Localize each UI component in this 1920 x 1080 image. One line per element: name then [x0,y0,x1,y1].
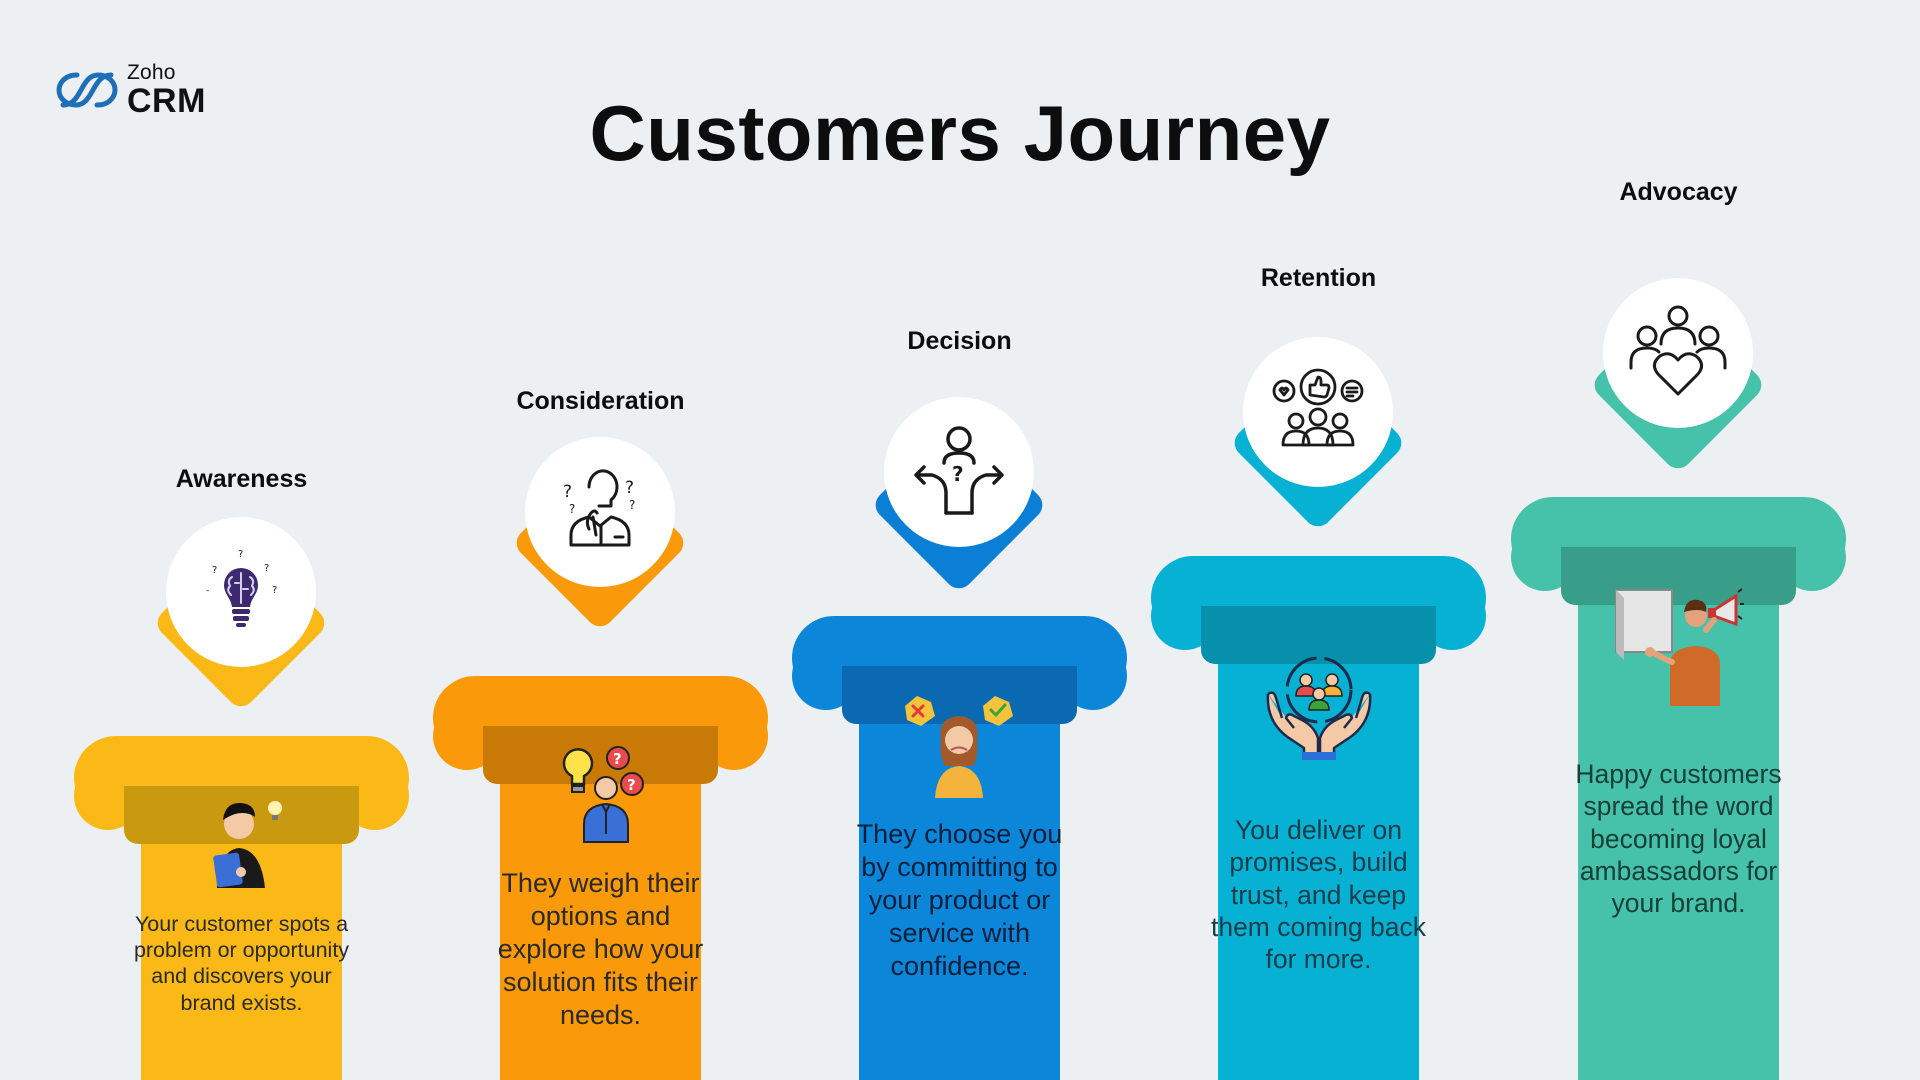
group-heart-icon [1629,305,1727,396]
svg-text:-: - [206,586,209,596]
stage-description: Happy customers spread the word becoming… [1575,759,1782,919]
stage-illustration [859,688,1060,808]
stage-illustration: ? ? [500,742,701,862]
stage-illustration [1578,588,1779,708]
pillar-necking [842,666,1077,724]
svg-text:?: ? [613,750,622,768]
svg-text:?: ? [569,502,575,516]
svg-text:?: ? [629,498,635,512]
woman-deciding-icon [904,696,1013,798]
stage-advocacy: Advocacy [1511,0,1846,1080]
stage-description: You deliver on promises, build trust, an… [1210,815,1427,975]
pillar-shaft [1218,664,1419,1080]
page-title: Customers Journey [589,89,1331,177]
zoho-crm-logo: Zoho CRM [55,62,206,118]
stage-illustration [141,788,342,908]
stage-icon-circle [1603,278,1753,428]
person-megaphone-icon [1614,588,1744,706]
svg-text:?: ? [627,776,636,794]
stage-icon-circle: ? [884,397,1034,547]
community-feedback-icon [1272,368,1364,447]
svg-text:?: ? [952,462,964,486]
pillar-necking [483,726,718,784]
stage-illustration [1218,642,1419,762]
logo-brand: Zoho [127,61,176,84]
stage-label: Advocacy [1619,178,1738,206]
brain-lightbulb-icon: ? ? ? - ? [206,549,277,627]
svg-text:?: ? [272,585,277,596]
stage-icon-circle [1243,337,1393,487]
svg-text:?: ? [212,565,217,576]
stage-consideration: Consideration ? ? ? ? ? ? [433,0,768,1080]
svg-text:?: ? [625,478,634,498]
crossroads-choice-icon: ? [914,426,1004,515]
stage-description: They choose you by committing to your pr… [856,819,1063,981]
svg-text:?: ? [264,563,269,574]
stage-description: Your customer spots a problem or opportu… [133,912,350,1015]
stage-label: Decision [907,327,1012,355]
stage-description: They weigh their options and explore how… [497,868,704,1030]
svg-text:?: ? [563,482,572,502]
hands-holding-customers-icon [1266,656,1371,760]
stage-label: Consideration [516,387,685,415]
person-reading-tablet-icon [212,801,282,888]
stage-icon-circle: ? ? ? - ? [166,517,316,667]
stage-label: Retention [1260,264,1377,292]
stage-icon-circle: ? ? ? ? [525,437,675,587]
pillar-necking [1561,547,1796,605]
stage-label: Awareness [175,465,308,493]
pillar-necking [1201,606,1436,664]
stage-decision: Decision ? They choose you by com [792,0,1127,1080]
stage-retention: Retention [1151,0,1486,1080]
person-questions-lightbulb-icon: ? ? [562,746,644,843]
stage-awareness: Awareness ? ? ? - ? Your customer spots [74,0,409,1080]
thinking-person-icon: ? ? ? ? [563,469,635,547]
logo-product: CRM [127,82,206,120]
zoho-infinity-icon [56,72,118,108]
svg-text:?: ? [238,549,243,560]
